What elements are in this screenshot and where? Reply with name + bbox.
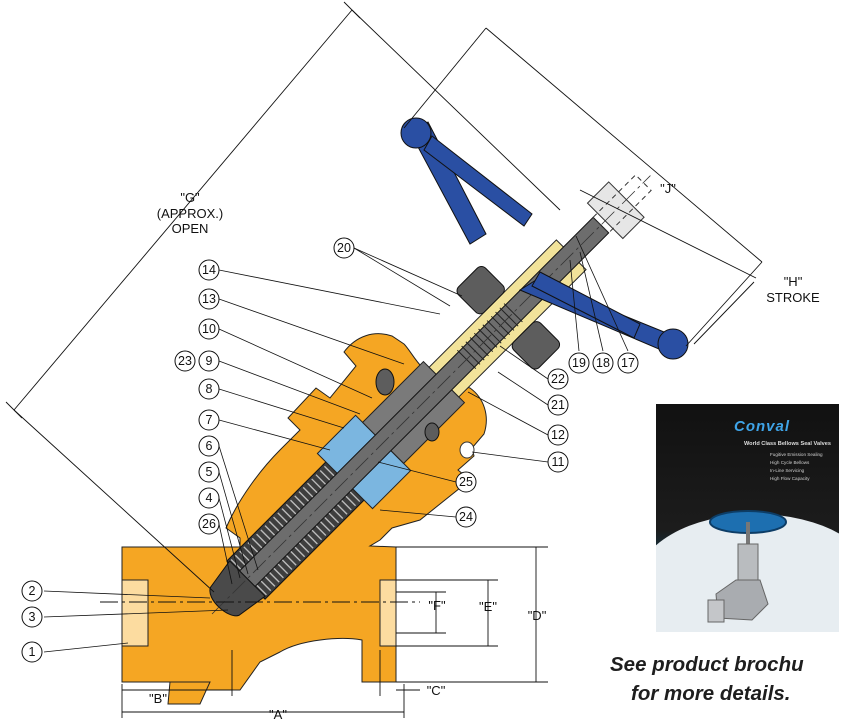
- callout-5: 5: [206, 465, 213, 479]
- dim-f-label: "F": [428, 598, 446, 613]
- brochure-bullet: Fugitive Emission Sealing: [770, 452, 823, 457]
- callout-6: 6: [206, 439, 213, 453]
- callout-1: 1: [29, 645, 36, 659]
- callout-23: 23: [178, 354, 192, 368]
- callout-11: 11: [552, 455, 565, 469]
- dim-b-label: "B": [149, 691, 167, 706]
- callout-14: 14: [202, 263, 216, 277]
- callout-2: 2: [29, 584, 36, 598]
- dimension-lines: [5, 1, 763, 718]
- dim-j-label: "J": [660, 181, 676, 196]
- callout-24: 24: [459, 510, 473, 524]
- callout-7: 7: [206, 413, 213, 427]
- callout-19: 19: [572, 356, 586, 370]
- callout-26: 26: [202, 517, 216, 531]
- callout-4: 4: [206, 491, 213, 505]
- dim-h-label: "H": [784, 274, 803, 289]
- brochure-subtitle: World Class Bellows Seal Valves: [744, 441, 831, 447]
- brochure-bullet: High Flow Capacity: [770, 476, 810, 481]
- dim-a-label: "A": [269, 707, 287, 721]
- brochure-logo: Conval: [734, 418, 791, 435]
- callout-12: 12: [551, 428, 565, 442]
- callout-20: 20: [337, 241, 351, 255]
- brochure-call-to-action[interactable]: See product brochu for more details.: [610, 650, 841, 708]
- brochure-bullet: High Cycle Bellows: [770, 460, 810, 465]
- yoke-nut-right: [511, 321, 561, 370]
- brochure-valve-image: [707, 510, 787, 623]
- dim-g-note1: (APPROX.): [157, 206, 223, 221]
- stem-assembly: [209, 174, 652, 617]
- callout-21: 21: [551, 398, 565, 412]
- callout-22: 22: [551, 372, 565, 386]
- handwheel: [400, 117, 689, 360]
- brochure-bullet: In-Line Servicing: [770, 468, 805, 473]
- callout-18: 18: [596, 356, 610, 370]
- product-brochure-thumbnail[interactable]: Conval World Class Bellows Seal Valves F…: [656, 404, 839, 632]
- callout-3: 3: [29, 610, 36, 624]
- callout-9: 9: [206, 354, 213, 368]
- cta-line-1: See product brochu: [610, 653, 804, 676]
- yoke-nut-left: [456, 265, 505, 315]
- dim-d-label: "D": [528, 608, 547, 623]
- callout-bubbles: [21, 237, 639, 663]
- dim-c-label: "C": [427, 683, 446, 698]
- callout-25: 25: [459, 475, 473, 489]
- cta-line-2: for more details.: [631, 682, 791, 705]
- callout-17: 17: [621, 356, 635, 370]
- callout-13: 13: [202, 292, 216, 306]
- dim-e-label: "E": [479, 599, 497, 614]
- callout-8: 8: [206, 382, 213, 396]
- leader-lines: [43, 235, 629, 653]
- dim-g-label: "G": [180, 190, 200, 205]
- dim-h-note: STROKE: [766, 290, 820, 305]
- dim-g-note2: OPEN: [172, 221, 209, 236]
- callout-10: 10: [202, 322, 216, 336]
